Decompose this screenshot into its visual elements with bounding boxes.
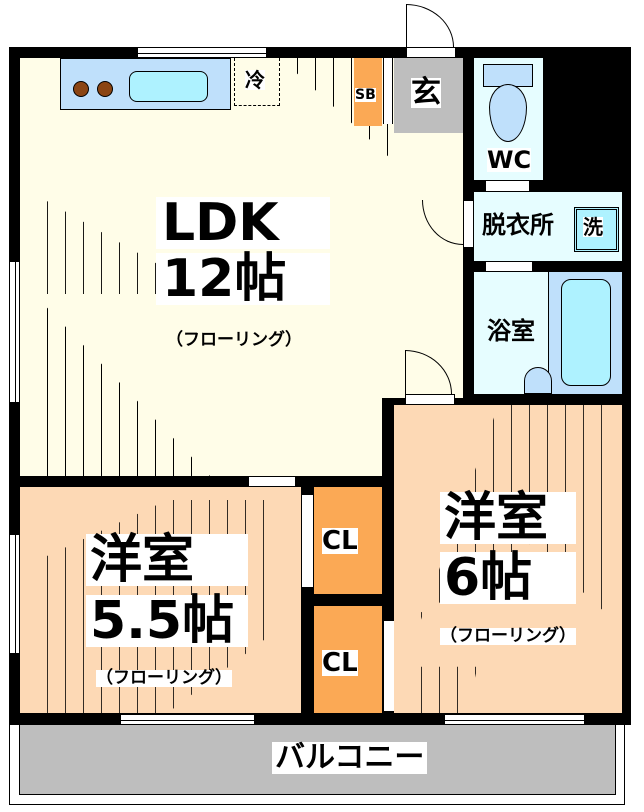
western-6-flooring-label: （フローリング） xyxy=(440,626,576,646)
toilet-label: WC xyxy=(487,146,532,174)
ldk-room-size: 12帖 xyxy=(156,253,330,305)
bathtub-basin-icon xyxy=(561,279,611,386)
western-5-5-flooring-label: （フローリング） xyxy=(96,668,232,688)
toilet-bowl-icon xyxy=(489,84,527,142)
western-5-5-door[interactable] xyxy=(248,476,296,487)
dressing-door[interactable] xyxy=(463,200,474,248)
ldk-flooring-label: （フローリング） xyxy=(166,330,302,350)
western-6-name: 洋室 xyxy=(440,492,576,544)
toilet-door[interactable] xyxy=(485,180,530,192)
western-5-5-size: 5.5帖 xyxy=(86,595,248,647)
washer-label: 洗 xyxy=(583,215,603,239)
entrance-door[interactable] xyxy=(406,47,456,58)
bath-drain-icon xyxy=(524,367,552,394)
entrance-door-swing xyxy=(406,4,454,47)
western-5-5-name: 洋室 xyxy=(86,534,248,586)
dressing-room-label: 脱衣所 xyxy=(482,211,554,239)
closet-upper-door[interactable] xyxy=(301,494,314,588)
stove-burner-icon xyxy=(73,81,89,97)
western-5-5-balcony-window xyxy=(121,714,254,725)
ldk-side-window xyxy=(9,262,20,402)
western-6-door[interactable] xyxy=(405,394,455,405)
balcony-label: バルコニー xyxy=(272,742,428,774)
western-6-size: 6帖 xyxy=(440,552,576,604)
shoe-box-label: SB xyxy=(355,87,376,103)
stove-burner-icon xyxy=(97,81,113,97)
sink-icon xyxy=(129,71,208,102)
entrance-label: 玄 xyxy=(411,75,441,110)
bathroom-label: 浴室 xyxy=(487,317,535,345)
bathroom-door[interactable] xyxy=(485,261,533,272)
closet-upper-label: CL xyxy=(322,526,358,556)
closet-lower-label: CL xyxy=(322,648,358,678)
kitchen-window xyxy=(138,47,266,58)
ldk-room-name: LDK xyxy=(156,197,330,249)
western-6-balcony-window xyxy=(445,714,584,725)
shoe-box-door[interactable] xyxy=(383,58,393,124)
western-5-5-side-window xyxy=(9,535,20,653)
refrigerator-label: 冷 xyxy=(245,68,265,92)
